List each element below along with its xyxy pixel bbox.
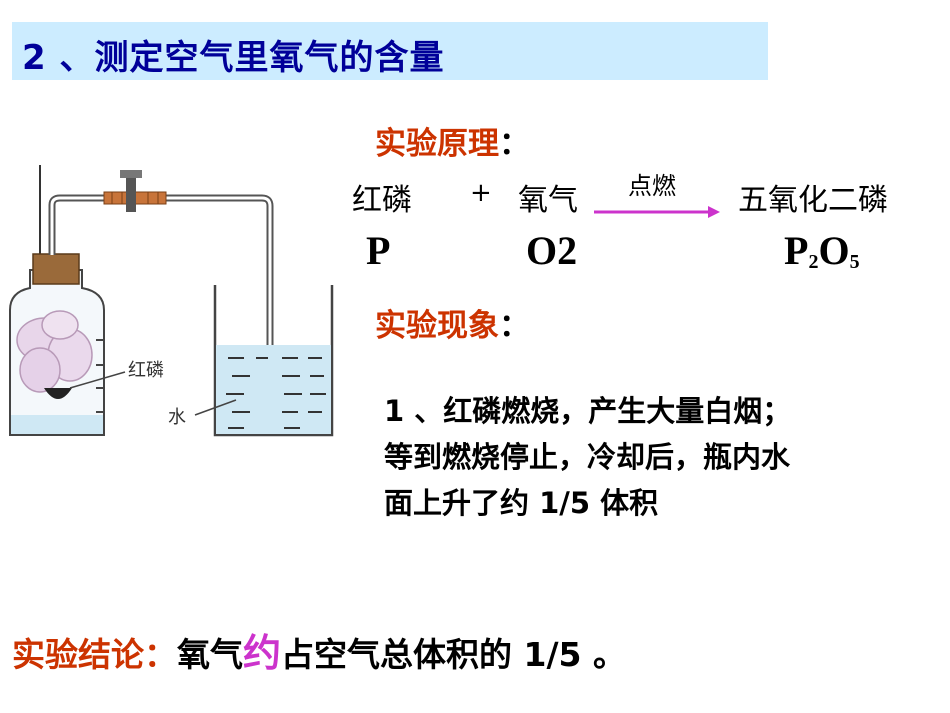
formula-p2o5: P2O5 — [784, 228, 860, 273]
apparatus-illustration: 红磷 水 — [9, 165, 334, 437]
phenomenon-heading: 实验现象： — [375, 300, 530, 345]
phenomenon-text: 1 、红磷燃烧，产生大量白烟； 等到燃烧停止，冷却后，瓶内水 面上升了约 1/5… — [384, 388, 924, 526]
formula-p: P — [366, 228, 391, 273]
principle-label: 实验原理 — [375, 126, 499, 162]
phenomenon-line-1: 1 、红磷燃烧，产生大量白烟； — [384, 394, 792, 428]
conclusion-text-after: 占空气总体积的 1/5 。 — [281, 635, 626, 674]
phenomenon-colon: ： — [499, 308, 530, 344]
conclusion-label: 实验结论： — [12, 635, 177, 674]
phenomenon-line-2: 等到燃烧停止，冷却后，瓶内水 — [384, 440, 791, 474]
formula-o2: O2 — [526, 228, 578, 273]
title-bar — [12, 22, 768, 80]
conclusion: 实验结论：氧气约占空气总体积的 1/5 。 — [12, 622, 626, 677]
label-water: 水 — [168, 407, 186, 428]
principle-heading: 实验原理： — [375, 118, 530, 163]
label-red-phosphorus: 红磷 — [128, 360, 164, 381]
principle-colon: ： — [499, 126, 530, 162]
conclusion-emphasis: 约 — [243, 631, 282, 675]
product-p2o5-name: 五氧化二磷 — [738, 183, 888, 218]
reaction-condition: 点燃 — [628, 172, 676, 200]
reactant-oxygen: 氧气 — [518, 183, 578, 218]
reaction-arrow — [594, 206, 720, 218]
reactant-red-phosphorus: 红磷 — [352, 183, 412, 218]
conclusion-text-before: 氧气 — [177, 635, 243, 674]
white-smoke — [16, 310, 93, 393]
plus-sign: + — [470, 178, 492, 208]
slide-title: 2 、测定空气里氧气的含量 — [22, 38, 445, 78]
phenomenon-line-3: 面上升了约 1/5 体积 — [384, 486, 659, 520]
phenomenon-label: 实验现象 — [375, 308, 499, 344]
